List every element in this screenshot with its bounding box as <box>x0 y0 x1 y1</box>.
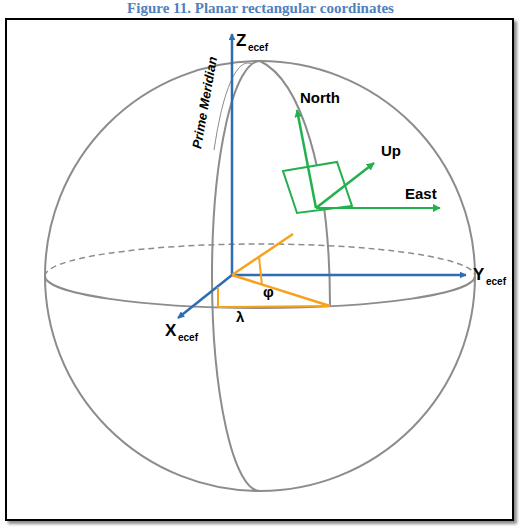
y-axis-label: Y <box>473 266 484 283</box>
axis-subscript: ecef <box>248 43 268 53</box>
east-label: East <box>405 186 437 201</box>
x-axis-label: X <box>165 322 176 339</box>
up-label: Up <box>381 143 401 158</box>
north-label: North <box>300 90 340 105</box>
axis-subscript: ecef <box>486 277 506 287</box>
longitude-symbol: λ <box>236 309 244 324</box>
z-axis-label: Z <box>236 32 246 49</box>
axis-subscript: ecef <box>178 333 198 343</box>
latitude-symbol: φ <box>263 284 274 299</box>
figure-title: Figure 11. Planar rectangular coordinate… <box>0 1 521 16</box>
